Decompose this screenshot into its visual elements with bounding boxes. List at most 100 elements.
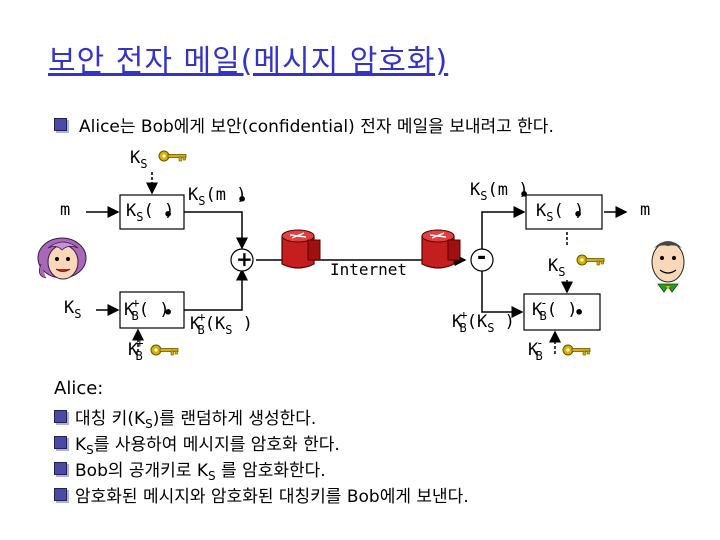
- alice-avatar-icon: [37, 237, 87, 280]
- bullet-icon: [54, 462, 67, 475]
- bullet-icon: [54, 410, 67, 423]
- ks-left-label: KS: [64, 298, 82, 321]
- ks-key-icon: [158, 150, 187, 162]
- kb-private-key-icon: [562, 344, 591, 356]
- kb-encrypt-label: K+B( ): [124, 296, 170, 323]
- rest-text: (m ): [205, 185, 247, 205]
- plus-superscript: +: [460, 308, 468, 322]
- ks-key-right-icon: [576, 254, 605, 266]
- arg-text: ( ): [138, 300, 170, 320]
- k-letter: K: [532, 300, 543, 320]
- arg-text: ( ): [553, 201, 585, 221]
- plus-superscript: +: [198, 310, 206, 324]
- minus-superscript: -: [540, 296, 548, 310]
- k-letter: K: [188, 185, 199, 205]
- dot-icon: •: [573, 205, 584, 224]
- internet-label: Internet: [330, 260, 408, 279]
- step-text: 를 사용하여 메시지를 암호화 한다.: [93, 435, 340, 455]
- step-subscript: S: [86, 443, 94, 457]
- plus-symbol: +: [236, 247, 253, 271]
- k-letter: K: [190, 314, 201, 334]
- router-icon: [281, 229, 321, 269]
- ks-subscript: S: [225, 323, 233, 337]
- kb-public-key-label: K+B: [128, 336, 143, 363]
- ks-key-label: KS: [130, 148, 148, 171]
- ksm-left-label: KS(m ): [188, 185, 247, 208]
- ks-decrypt-label: KS( ): [536, 201, 585, 224]
- step-text: 대칭 키(K: [75, 409, 146, 429]
- bullet-icon: [54, 118, 67, 131]
- ks-subscript: S: [480, 189, 488, 203]
- kb-public-key-icon: [150, 344, 179, 356]
- arg-text: ( ): [143, 201, 175, 221]
- k-letter: K: [548, 256, 559, 276]
- dot-icon: •: [237, 190, 248, 209]
- k-letter: K: [536, 201, 547, 221]
- message-left: m: [60, 200, 71, 220]
- ks-subscript: S: [558, 265, 566, 279]
- rest-text: (m ): [487, 180, 529, 200]
- dot-icon: •: [574, 303, 585, 322]
- kb-subscript: B: [131, 309, 139, 323]
- bullet-icon: [54, 488, 67, 501]
- ks-subscript: S: [198, 194, 206, 208]
- bullet-icon: [54, 436, 67, 449]
- k-letter: K: [64, 298, 75, 318]
- step-text: K: [75, 435, 87, 455]
- ks-subscript: S: [140, 157, 148, 171]
- kbks-right-label: K+B(KS ): [452, 308, 515, 335]
- k-letter: K: [126, 201, 137, 221]
- router-icon: [421, 229, 461, 269]
- rest-text: (K: [466, 312, 488, 332]
- k-letter: K: [452, 312, 463, 332]
- plus-superscript: +: [132, 296, 140, 310]
- close-text: ): [494, 312, 515, 332]
- split-node: [470, 248, 494, 272]
- arg-text: ( ): [546, 300, 578, 320]
- ksm-right-label: KS(m ): [470, 180, 529, 203]
- kb-decrypt-box: [523, 293, 601, 331]
- minus-superscript: -: [536, 336, 544, 350]
- k-letter: K: [528, 340, 539, 360]
- step-subscript: S: [208, 469, 216, 483]
- step-3: Bob의 공개키로 KS 를 암호화한다.: [54, 456, 326, 483]
- step-1: 대칭 키(KS)를 랜덤하게 생성한다.: [54, 404, 317, 431]
- kb-encrypt-box: [119, 291, 185, 329]
- message-right: m: [640, 200, 651, 220]
- step-text: 암호화된 메시지와 암호화된 대칭키를 Bob에게 보낸다.: [75, 487, 469, 507]
- ks-subscript: S: [546, 210, 554, 224]
- kb-decrypt-label: K-B( ): [532, 296, 578, 323]
- step-4: 암호화된 메시지와 암호화된 대칭키를 Bob에게 보낸다.: [54, 482, 469, 507]
- plus-superscript: +: [136, 336, 144, 350]
- step-2: KS를 사용하여 메시지를 암호화 한다.: [54, 430, 340, 457]
- k-letter: K: [124, 300, 135, 320]
- k-letter: K: [470, 180, 481, 200]
- step-subscript: S: [145, 417, 153, 431]
- ks-subscript: S: [487, 321, 495, 335]
- step-text: Bob의 공개키로 K: [75, 461, 209, 481]
- ks-decrypt-box: [525, 194, 603, 230]
- k-letter: K: [130, 148, 141, 168]
- ks-encrypt-label: KS( ): [126, 201, 175, 224]
- dot-icon: •: [163, 205, 174, 224]
- dot-icon: •: [163, 303, 174, 322]
- k-letter: K: [128, 340, 139, 360]
- step-text: )를 랜덤하게 생성한다.: [152, 409, 317, 429]
- minus-symbol: -: [477, 245, 487, 270]
- kb-subscript: B: [539, 309, 547, 323]
- alice-heading: Alice:: [54, 378, 104, 399]
- ks-subscript: S: [74, 307, 82, 321]
- kbks-left-label: K+B(KS ): [190, 310, 253, 337]
- kb-subscript: B: [535, 349, 543, 363]
- intro-text: Alice는 Bob에게 보안(confidential) 전자 메일을 보내려…: [54, 112, 554, 137]
- page-title: 보안 전자 메일(메시지 암호화): [48, 44, 449, 79]
- intro-label: Alice는 Bob에게 보안(confidential) 전자 메일을 보내려…: [79, 117, 554, 137]
- kb-subscript: B: [135, 349, 143, 363]
- kb-private-key-label: K-B: [528, 336, 543, 363]
- kb-subscript: B: [459, 321, 467, 335]
- dot-icon: •: [519, 185, 530, 204]
- concat-node: [230, 248, 254, 272]
- ks-right-label: KS: [548, 256, 566, 279]
- rest-text: (K: [204, 314, 226, 334]
